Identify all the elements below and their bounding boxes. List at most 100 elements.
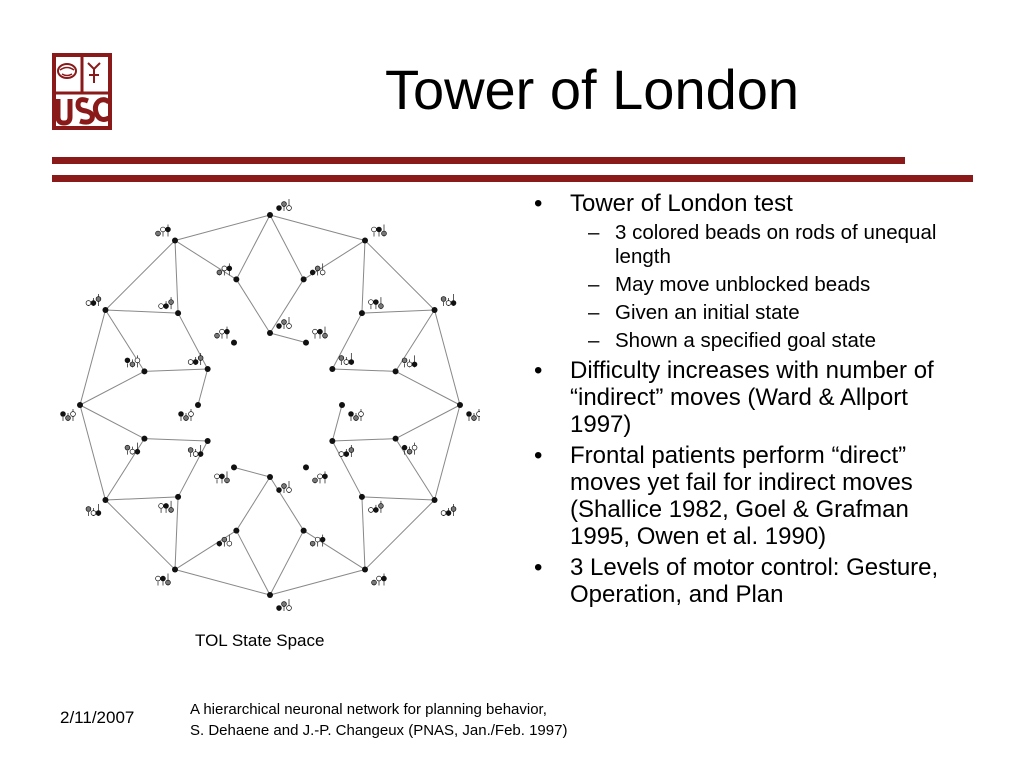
sub-bullet-item: – May move unblocked beads (532, 273, 972, 297)
bullet-dot-icon: • (534, 357, 543, 384)
graph-edge (269, 569, 366, 596)
graph-edge (79, 404, 145, 440)
graph-edge (105, 496, 179, 501)
bullet-list: • Tower of London test – 3 colored beads… (532, 186, 972, 612)
bullet-item: • Tower of London test (532, 190, 972, 217)
title-rule-bottom (52, 175, 973, 182)
graph-edge (303, 530, 366, 570)
bullet-item: • Frontal patients perform “direct” move… (532, 442, 972, 550)
graph-caption: TOL State Space (195, 631, 325, 650)
graph-edge (434, 404, 461, 501)
graph-edge (395, 404, 461, 440)
graph-edge (269, 279, 305, 334)
graph-edge (434, 309, 461, 406)
tol-state-icon (158, 297, 182, 317)
graph-edge (364, 499, 435, 570)
dash-icon: – (588, 329, 600, 352)
tol-state-icon (267, 592, 292, 611)
usc-logo (52, 53, 112, 130)
tol-state-icon (303, 326, 328, 346)
graph-edge (395, 370, 461, 406)
tol-state-icon (339, 402, 364, 421)
graph-edge (105, 309, 179, 314)
graph-edge (269, 476, 305, 531)
graph-edge (79, 404, 106, 501)
tol-state-icon (214, 464, 237, 484)
tol-state-icon (358, 493, 384, 513)
tol-state-icon (329, 353, 355, 372)
graph-edge (174, 530, 237, 570)
dash-icon: – (588, 301, 600, 324)
graph-edge (364, 240, 435, 311)
tol-state-icon (60, 402, 83, 421)
graph-edge (331, 312, 363, 370)
sub-bullet-text: Shown a specified goal state (615, 329, 876, 352)
title-rule-top (52, 157, 905, 164)
graph-edge (174, 496, 179, 570)
tol-state-icon (392, 435, 418, 455)
graph-edge (361, 309, 435, 314)
tol-state-icon (303, 464, 328, 484)
tol-state-icon (155, 224, 178, 244)
graph-edge (269, 530, 305, 596)
tol-state-icon (362, 566, 387, 586)
reference-line: S. Dehaene and J.-P. Changeux (PNAS, Jan… (190, 722, 568, 739)
tol-state-icon (216, 263, 240, 283)
graph-edge (174, 240, 237, 280)
graph-edge (144, 438, 208, 442)
graph-edge (331, 404, 343, 442)
graph-edge (144, 368, 208, 372)
tol-state-icon (267, 474, 292, 493)
bullet-dot-icon: • (534, 190, 543, 217)
graph-edge (174, 214, 271, 241)
tol-state-icon (85, 294, 109, 313)
tol-state-icon (267, 199, 292, 218)
reference: A hierarchical neuronal network for plan… (190, 699, 567, 741)
tol-state-icon (214, 326, 237, 346)
sub-bullet-item: – Given an initial state (532, 301, 972, 325)
graph-edge (361, 496, 435, 501)
tol-state-icon (329, 438, 355, 457)
graph-edge (361, 496, 366, 570)
tol-state-icon (362, 224, 387, 244)
sub-bullet-text: 3 colored beads on rods of unequal lengt… (615, 221, 937, 268)
tol-state-icon (85, 497, 109, 516)
tol-state-icon (431, 497, 457, 516)
dash-icon: – (588, 221, 600, 244)
graph-edge (79, 370, 145, 406)
tol-state-icon (216, 527, 240, 547)
graph-edge (235, 214, 271, 280)
slide-title: Tower of London (384, 58, 800, 121)
sub-bullet-text: Given an initial state (615, 301, 800, 324)
graph-edge (395, 438, 435, 501)
graph-edge (332, 438, 396, 442)
bullet-dot-icon: • (534, 554, 543, 581)
bullet-item: • Difficulty increases with number of “i… (532, 357, 972, 438)
reference-line: A hierarchical neuronal network for plan… (190, 701, 547, 718)
graph-edge (269, 214, 366, 241)
graph-edge (105, 240, 176, 311)
graph-edge (105, 499, 176, 570)
graph-edge (331, 440, 363, 498)
graph-edge (177, 440, 209, 498)
tol-state-icon (358, 297, 384, 317)
bullet-text: Difficulty increases with number of “ind… (570, 357, 934, 438)
tol-state-icon (431, 294, 457, 313)
graph-edge (174, 569, 271, 596)
sub-bullet-text: May move unblocked beads (615, 273, 871, 296)
tol-state-icon (300, 527, 326, 547)
graph-edge (332, 368, 396, 372)
tol-state-icon (267, 317, 292, 336)
tol-state-icon (178, 402, 201, 421)
graph-edge (79, 309, 106, 406)
bullet-item: • 3 Levels of motor control: Gesture, Op… (532, 554, 972, 608)
sub-bullet-item: – Shown a specified goal state (532, 329, 972, 353)
graph-edge (235, 279, 271, 334)
tol-state-icon (187, 353, 211, 372)
graph-edge (361, 240, 366, 314)
tol-state-icon (158, 493, 182, 513)
tol-state-icon (124, 435, 148, 455)
graph-edge (174, 240, 179, 314)
graph-edge (197, 368, 209, 406)
graph-edge (233, 466, 271, 478)
